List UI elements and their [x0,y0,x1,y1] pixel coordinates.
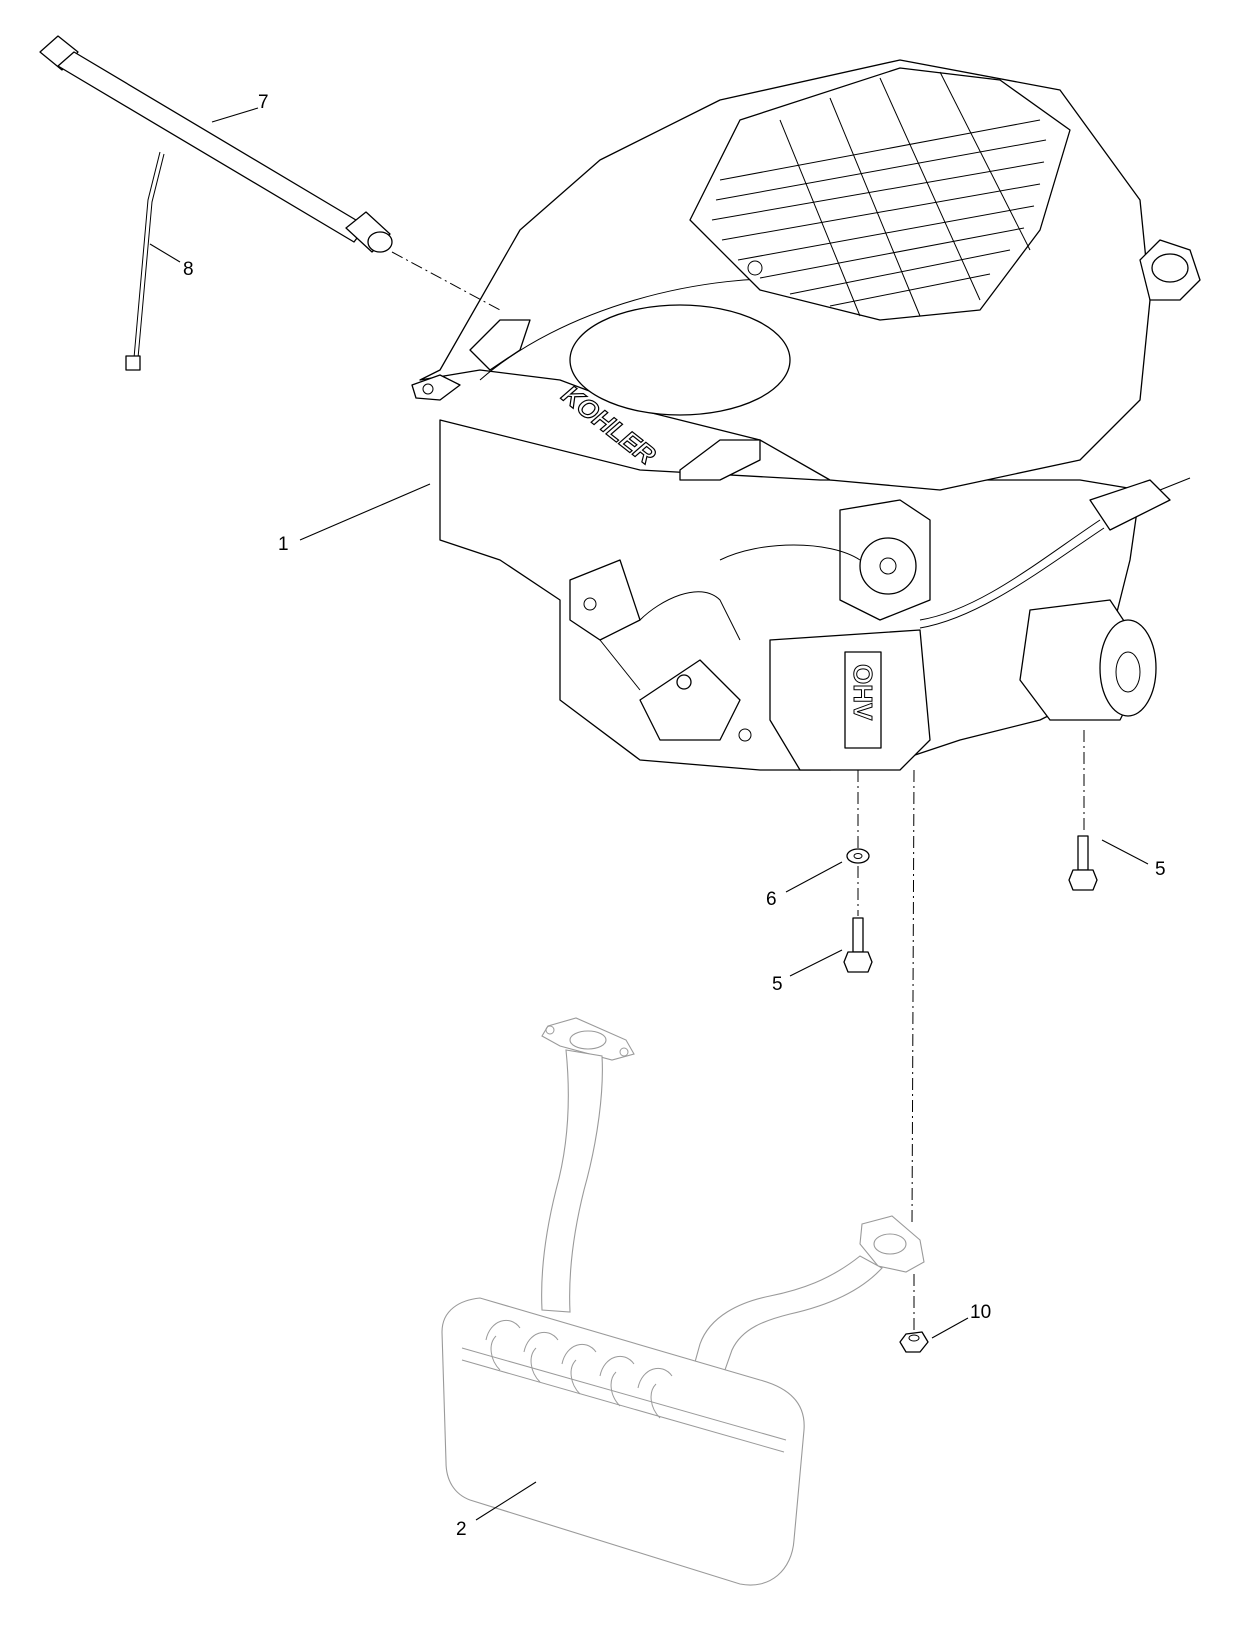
assembly-centerlines [391,251,1085,1330]
callout-5-right: 5 [1155,859,1166,880]
leader-lines [149,107,1149,1521]
dipstick-tube [39,35,393,253]
governor-linkage [569,559,752,742]
callout-10: 10 [970,1302,991,1323]
valve-cover: OHV [769,629,931,771]
callout-8: 8 [183,259,194,280]
muffler [441,1017,925,1586]
washer [846,848,870,864]
callout-6: 6 [766,889,777,910]
intake-grille [689,67,1071,321]
callout-2: 2 [456,1519,467,1540]
callout-1: 1 [278,534,289,555]
callout-7: 7 [258,92,269,113]
fuel-pump [839,499,931,621]
engine-assembly: KOHLER OH [411,59,1201,771]
oil-filter [1019,599,1157,721]
callout-labels: 7 8 1 5 6 5 10 2 [183,92,1166,1540]
cable-tie [125,151,165,371]
flange-nut [899,1331,929,1353]
bolt-center [843,917,873,973]
callout-5-center: 5 [772,974,783,995]
ohv-logo: OHV [848,664,878,721]
bolt-right [1068,835,1098,891]
